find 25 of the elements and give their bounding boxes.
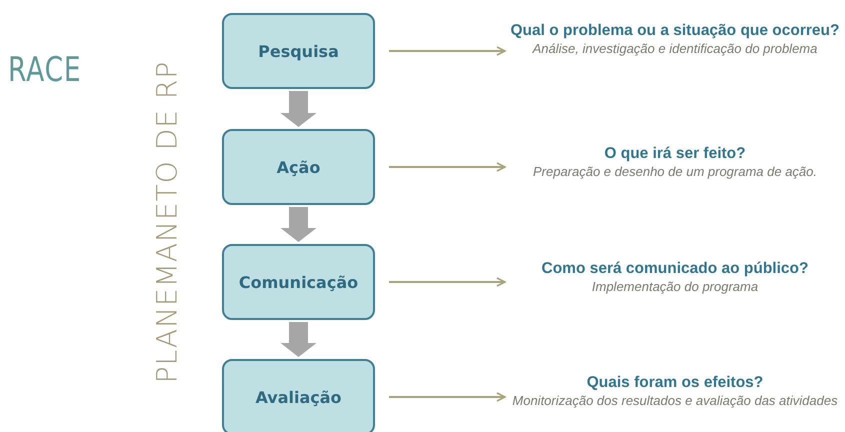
description-text: Análise, investigação e identificação do problema [531,40,818,56]
arrow [389,162,506,172]
title: RACE [8,50,82,90]
vertical-label: PLANEMANETO DE RP [150,60,184,384]
process-box [222,244,375,320]
step-label: Ação [276,158,320,176]
block-arrow [280,207,316,242]
step-label: Comunicação [238,272,358,292]
arrow [389,46,506,56]
step-label: Avaliação [255,388,342,406]
process-box [222,13,375,89]
question-heading: O que irá ser feito? [603,145,747,164]
process-box [222,359,375,432]
block-arrow [280,91,316,127]
description-text: Monitorização dos resultados e avaliação das atividades [511,392,839,408]
question-heading: Como será comunicado ao público? [540,260,810,279]
arrow [389,277,506,287]
block-arrow [280,322,316,357]
arrow [389,392,506,402]
step-label: Pesquisa [258,42,339,60]
process-box [222,129,375,205]
description-text: Implementação do programa [590,278,760,294]
question-heading: Qual o problema ou a situação que ocorreu? [509,22,840,41]
question-heading: Quais foram os efeitos? [586,374,764,393]
description-text: Preparação e desenho de um programa de ação. [532,164,818,180]
